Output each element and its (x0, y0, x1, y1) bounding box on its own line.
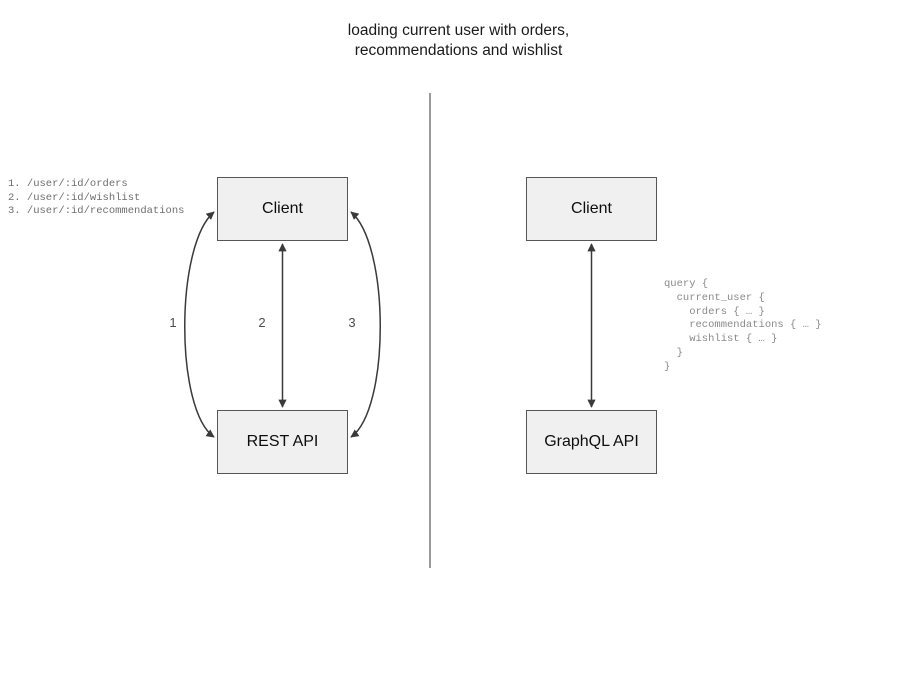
node-client-graphql[interactable]: Client (526, 177, 657, 241)
node-graphql-api[interactable]: GraphQL API (526, 410, 657, 474)
edge-label-3: 3 (348, 315, 356, 330)
rest-endpoint-list: 1. /user/:id/orders 2. /user/:id/wishlis… (8, 178, 185, 217)
graphql-query-snippet: query { current_user { orders { … } reco… (664, 278, 822, 373)
node-rest-api[interactable]: REST API (217, 410, 348, 474)
edge-rest-3 (350, 211, 381, 438)
edge-label-1: 1 (169, 315, 177, 330)
page-title: loading current user with orders, recomm… (347, 22, 570, 59)
edge-rest-1 (184, 211, 215, 438)
node-client-rest[interactable]: Client (217, 177, 348, 241)
edge-label-2: 2 (258, 315, 266, 330)
